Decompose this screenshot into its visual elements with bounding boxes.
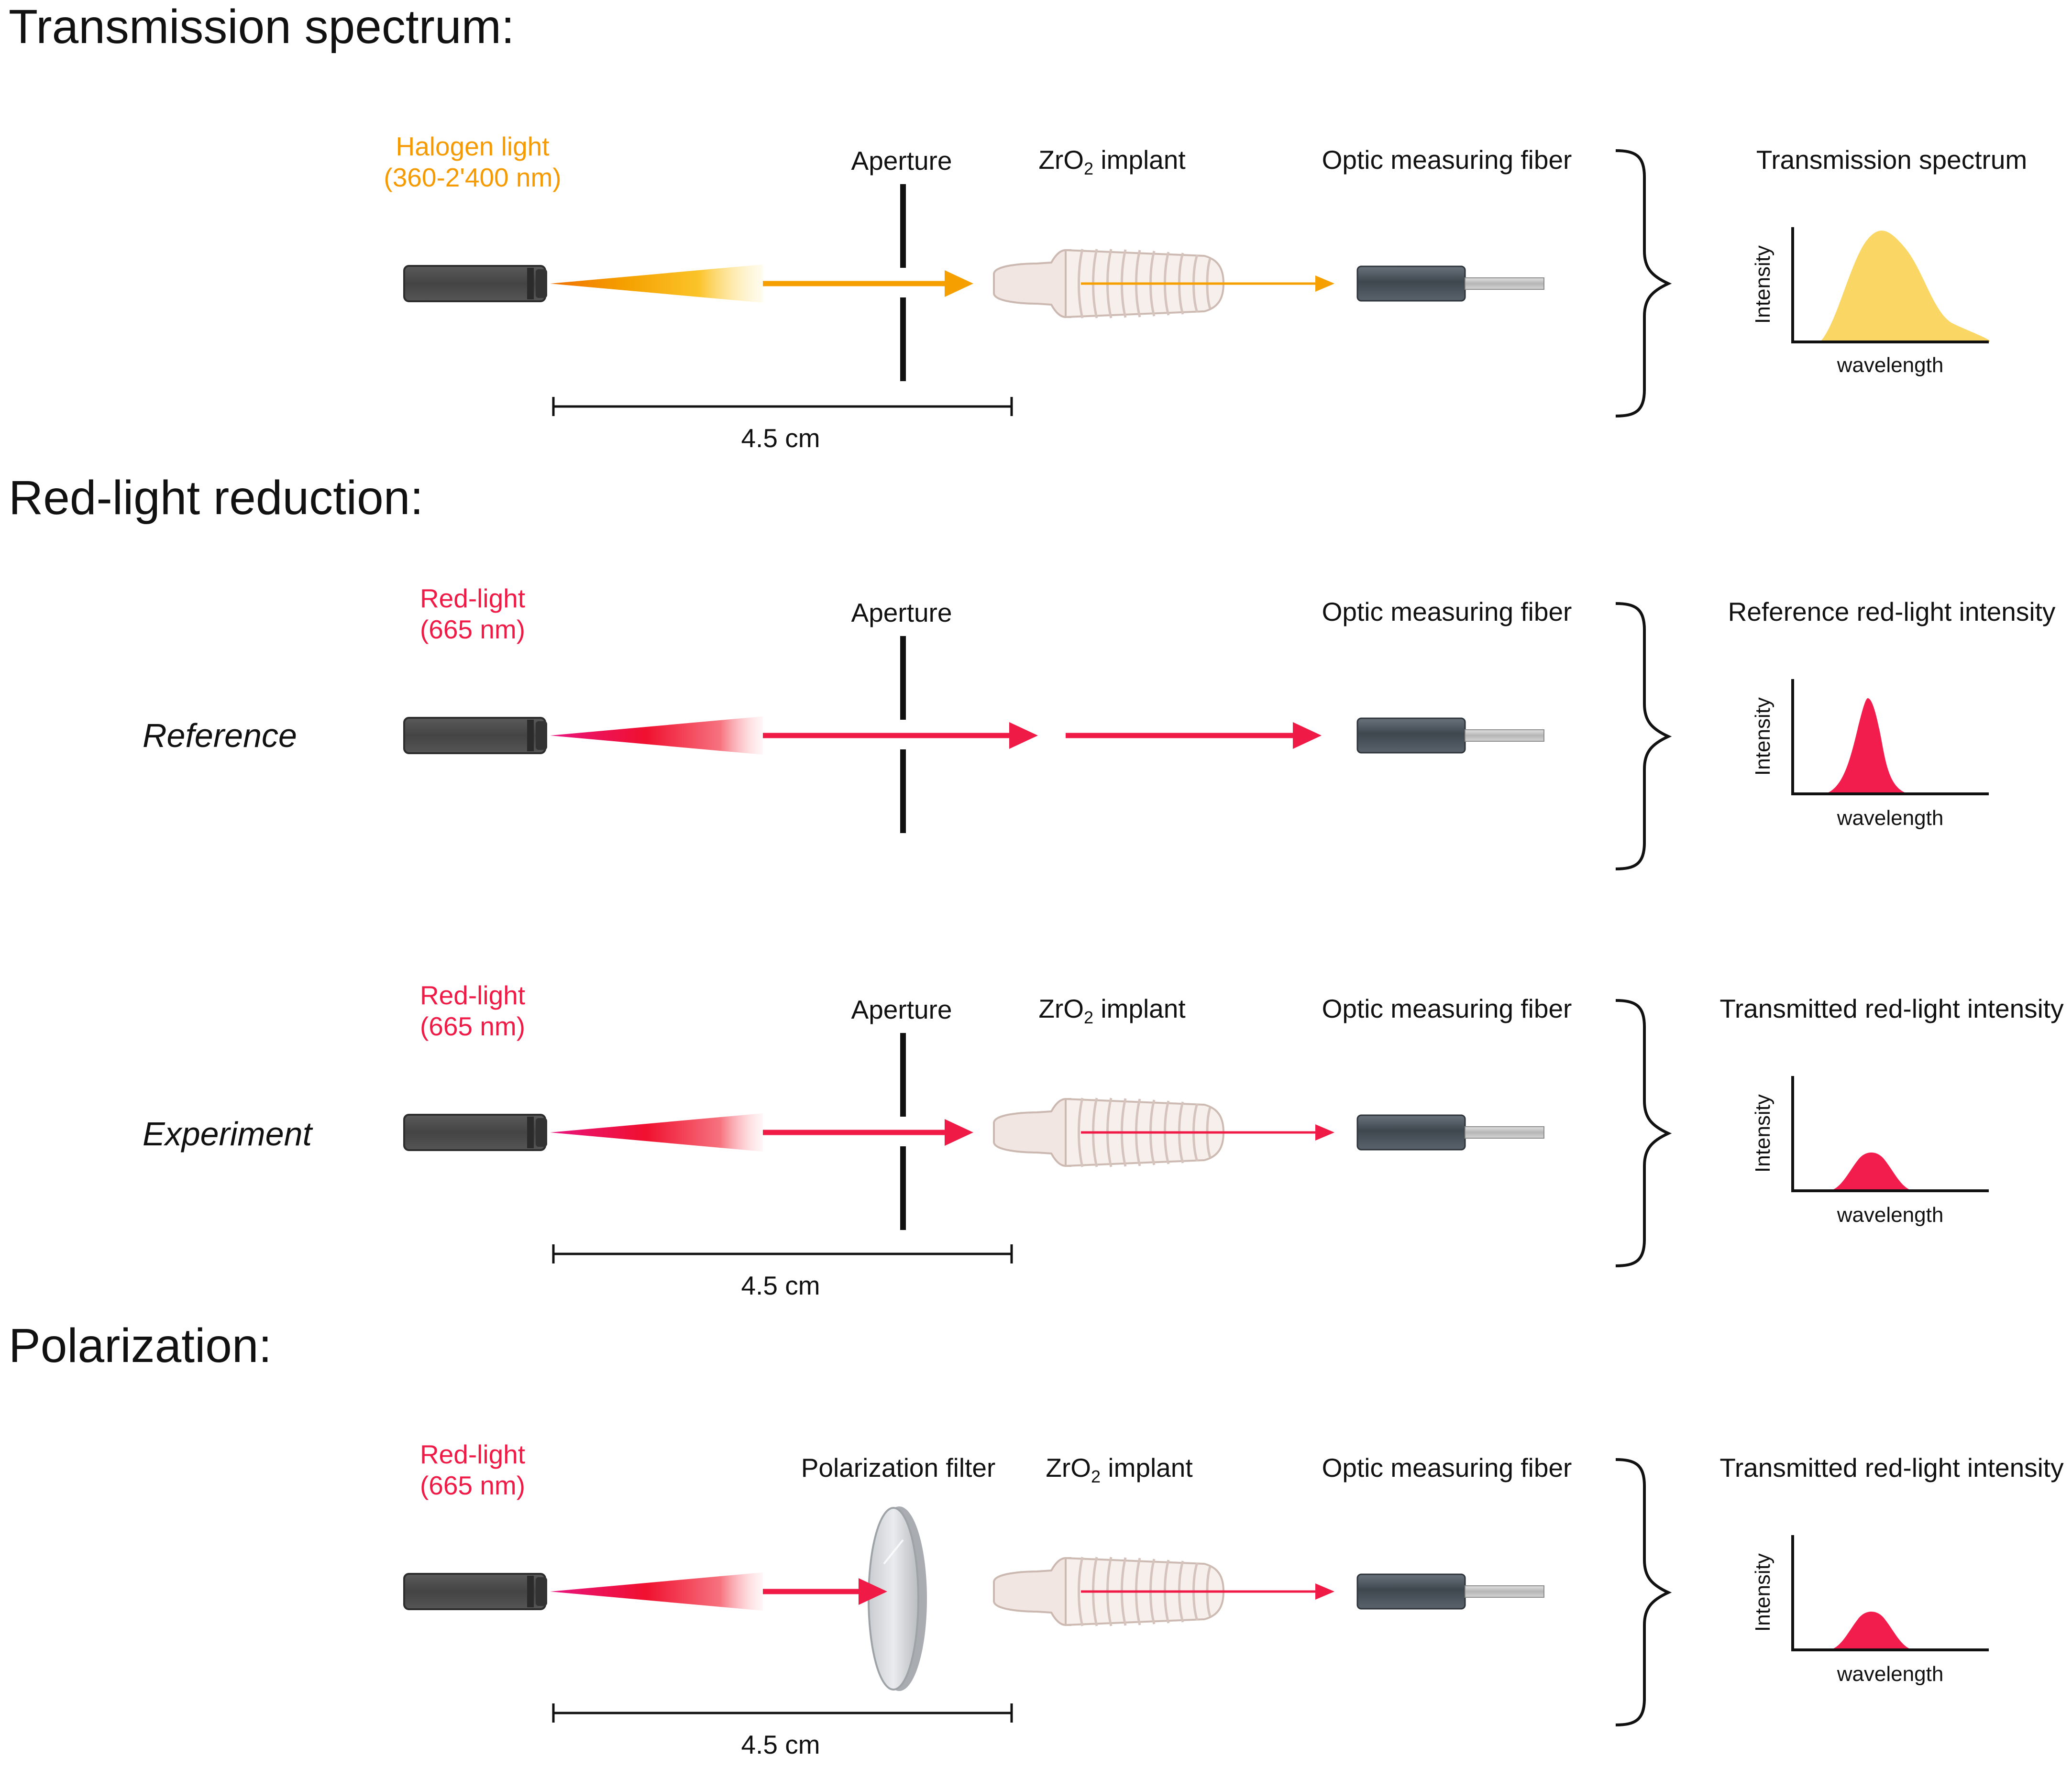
halogen-light-range: (360-2'400 nm)	[384, 163, 561, 192]
transmission-spectrum-curve	[1820, 231, 1990, 342]
chart-transmission: Intensity wavelength	[1751, 227, 1990, 377]
chart-reference: Intensity wavelength	[1751, 679, 1989, 830]
orange-arrowhead	[945, 270, 973, 297]
implant-label: ZrO2 implant	[1046, 1453, 1192, 1486]
section-title-redlight: Red-light reduction:	[9, 471, 423, 525]
red-beam	[550, 1113, 763, 1152]
red-lamp-icon	[403, 1114, 548, 1151]
distance-label: 4.5 cm	[741, 1271, 820, 1300]
fiber-icon	[1356, 1114, 1545, 1151]
fiber-icon	[1356, 1573, 1545, 1610]
chart-title-transmission: Transmission spectrum	[1756, 145, 2027, 175]
fiber-icon	[1356, 265, 1545, 302]
chart-transmitted-experiment: Intensity wavelength	[1751, 1076, 1989, 1227]
y-axis-label: Intensity	[1751, 697, 1774, 776]
section-title-transmission: Transmission spectrum:	[9, 0, 515, 54]
aperture-label: Aperture	[851, 995, 952, 1024]
transmitted-peak-curve	[1830, 1612, 1913, 1650]
section-title-polarization: Polarization:	[9, 1319, 272, 1373]
transmitted-peak-curve	[1830, 1153, 1913, 1191]
reference-peak-curve	[1825, 698, 1908, 794]
red-arrowhead	[945, 1119, 973, 1146]
x-axis-label: wavelength	[1837, 806, 1944, 830]
halogen-light-label: Halogen light	[396, 132, 549, 161]
chart-title-transmitted: Transmitted red-light intensity	[1719, 994, 2064, 1023]
red-light-label: Red-light	[420, 583, 525, 613]
implant-label: ZrO2 implant	[1038, 994, 1185, 1027]
x-axis-label: wavelength	[1837, 1662, 1944, 1686]
row-label-experiment: Experiment	[143, 1115, 313, 1153]
row-label-reference: Reference	[143, 717, 297, 754]
orange-thin-arrowhead	[1315, 275, 1334, 292]
distance-label: 4.5 cm	[741, 423, 820, 453]
y-axis-label: Intensity	[1751, 1094, 1774, 1173]
brace-icon	[1616, 1000, 1668, 1266]
fiber-label: Optic measuring fiber	[1322, 145, 1572, 175]
red-arrowhead	[859, 1578, 887, 1605]
red-beam	[550, 1572, 763, 1611]
chart-title-reference: Reference red-light intensity	[1728, 597, 2056, 626]
aperture-label: Aperture	[851, 146, 952, 176]
red-light-label: Red-light	[420, 980, 525, 1010]
fiber-label: Optic measuring fiber	[1322, 994, 1572, 1023]
red-light-range: (665 nm)	[420, 1471, 525, 1500]
brace-icon	[1616, 1460, 1668, 1725]
x-axis-label: wavelength	[1837, 353, 1944, 377]
y-axis-label: Intensity	[1751, 1553, 1774, 1632]
filter-glare	[883, 1539, 904, 1565]
aperture-label: Aperture	[851, 598, 952, 627]
fiber-label: Optic measuring fiber	[1322, 1453, 1572, 1482]
brace-icon	[1616, 604, 1668, 869]
red-beam	[550, 716, 763, 755]
chart-transmitted-polarization: Intensity wavelength	[1751, 1535, 1989, 1686]
red-lamp-icon	[403, 717, 548, 754]
red-lamp-icon	[403, 1573, 548, 1610]
brace-icon	[1616, 151, 1668, 416]
polarization-filter-icon	[868, 1507, 919, 1691]
fiber-label: Optic measuring fiber	[1322, 597, 1572, 626]
implant-label: ZrO2 implant	[1038, 145, 1185, 178]
red-arrowhead-2	[1293, 722, 1322, 749]
red-light-range: (665 nm)	[420, 615, 525, 644]
y-axis-label: Intensity	[1751, 245, 1774, 324]
fiber-icon	[1356, 717, 1545, 754]
red-arrowhead	[1009, 722, 1038, 749]
red-light-label: Red-light	[420, 1439, 525, 1469]
red-light-range: (665 nm)	[420, 1011, 525, 1041]
halogen-beam	[550, 264, 763, 303]
distance-label: 4.5 cm	[741, 1730, 820, 1759]
x-axis-label: wavelength	[1837, 1203, 1944, 1227]
red-thin-arrowhead	[1315, 1583, 1334, 1600]
red-thin-arrowhead	[1315, 1124, 1334, 1141]
polarization-filter-label: Polarization filter	[801, 1453, 996, 1482]
halogen-lamp-icon	[403, 265, 548, 302]
chart-title-transmitted: Transmitted red-light intensity	[1719, 1453, 2064, 1482]
